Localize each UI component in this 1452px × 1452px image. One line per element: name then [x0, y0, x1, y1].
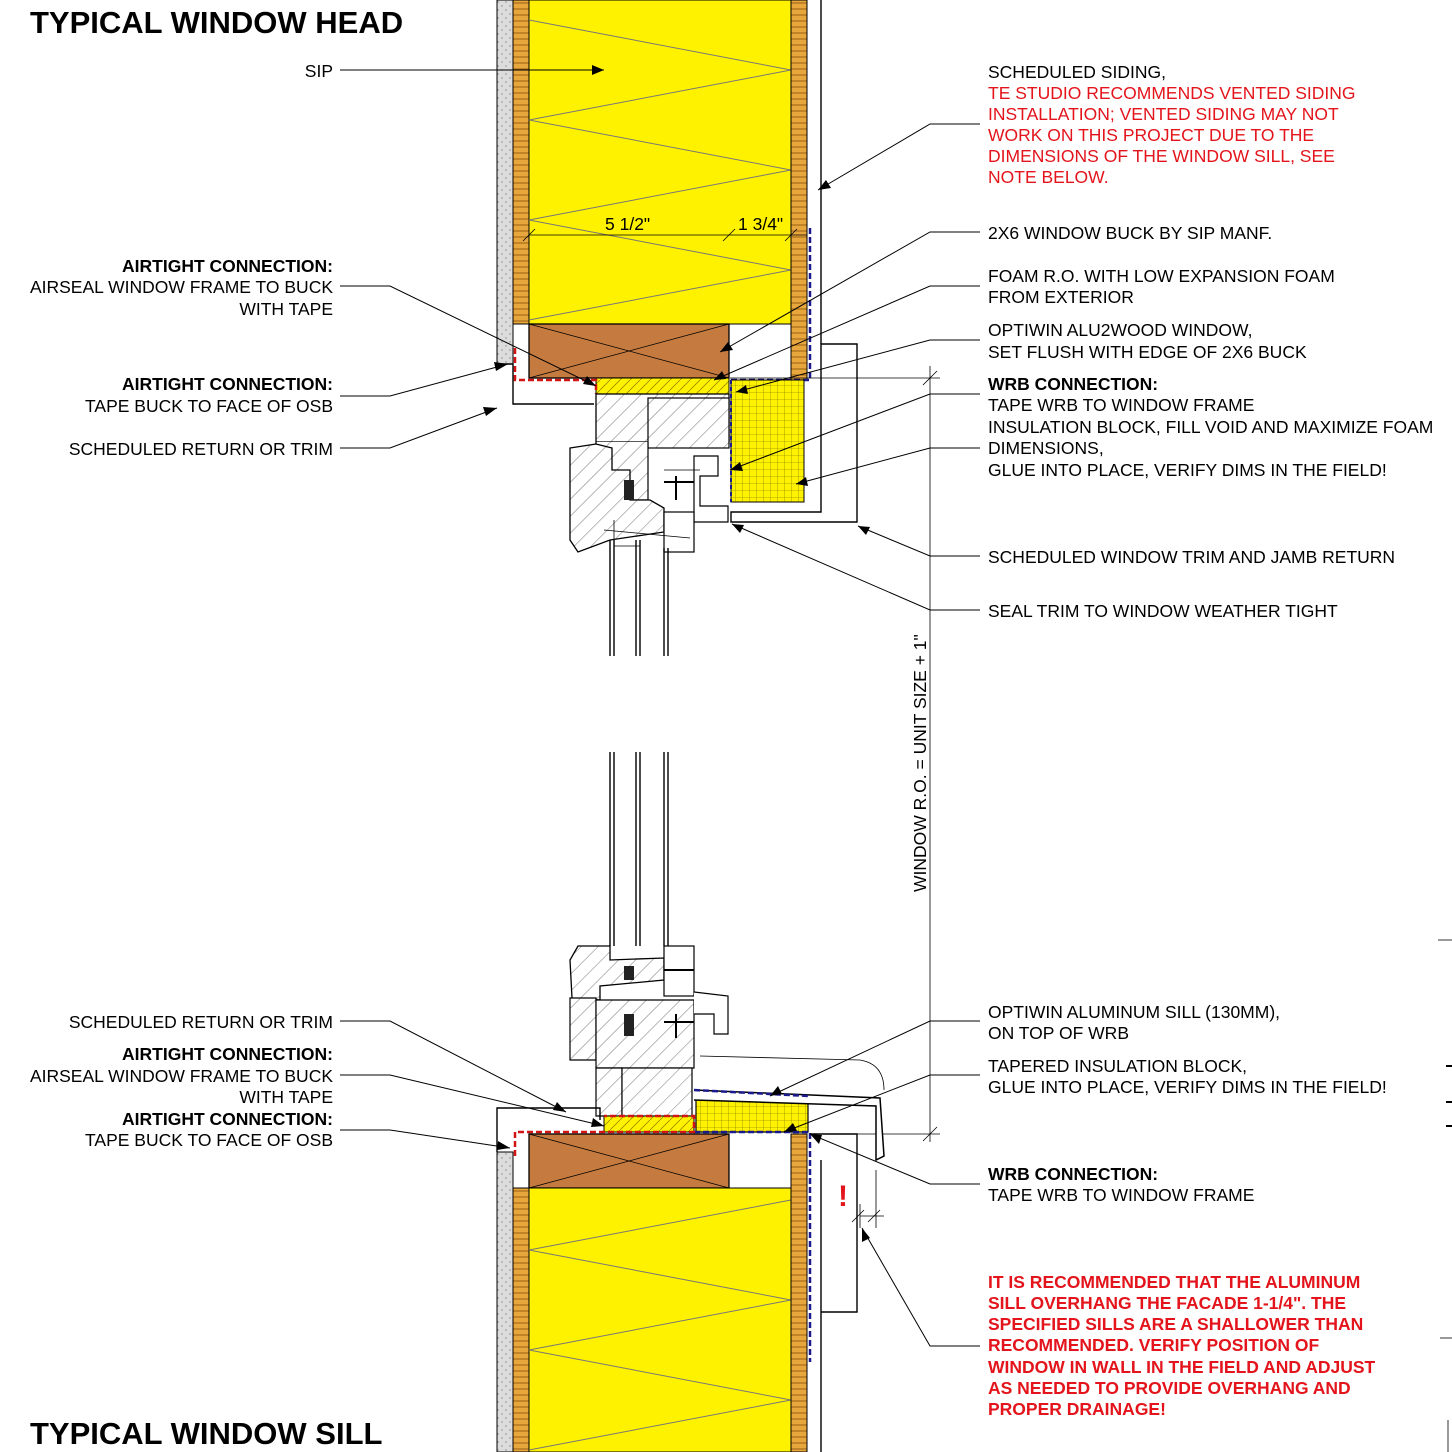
window-frame-head — [569, 393, 730, 553]
exterior-trim-head — [730, 343, 858, 523]
glazing-sill — [609, 752, 669, 946]
wrb-head — [730, 228, 812, 382]
interior-return-sill — [496, 1107, 601, 1152]
sill-note-alu-line1: OPTIWIN ALUMINUM SILL (130MM), — [988, 1002, 1280, 1022]
note-wrb-line-2: DIMENSIONS, — [988, 438, 1104, 458]
sill-notes-right: OPTIWIN ALUMINUM SILL (130MM), ON TOP OF… — [988, 1002, 1387, 1419]
sip-core-sill — [528, 1187, 792, 1452]
head-notes-left: SIP AIRTIGHT CONNECTION: AIRSEAL WINDOW … — [30, 61, 333, 459]
sill-notes-left: SCHEDULED RETURN OR TRIM AIRTIGHT CONNEC… — [30, 1012, 333, 1150]
note-siding-line1: SCHEDULED SIDING, — [988, 62, 1166, 82]
note-siding-red-1: INSTALLATION; VENTED SIDING MAY NOT — [988, 104, 1339, 124]
osb-interior-sill — [512, 1187, 530, 1452]
sill-note-overhang-5: AS NEEDED TO PROVIDE OVERHANG AND — [988, 1378, 1351, 1398]
airtight-tape-head — [513, 348, 598, 394]
sill-note-overhang-0: IT IS RECOMMENDED THAT THE ALUMINUM — [988, 1272, 1360, 1292]
note-trim-jamb: SCHEDULED WINDOW TRIM AND JAMB RETURN — [988, 547, 1395, 567]
note-foam-line1: FOAM R.O. WITH LOW EXPANSION FOAM — [988, 266, 1335, 286]
wrb-sill — [693, 1088, 812, 1362]
note-wrb-title: WRB CONNECTION: — [988, 374, 1158, 394]
sip-insulation-zigzag-sill — [528, 1199, 792, 1451]
warning-mark: ! — [838, 1180, 848, 1213]
sill-note-alu-line2: ON TOP OF WRB — [988, 1023, 1129, 1043]
sill-note-overhang-6: PROPER DRAINAGE! — [988, 1399, 1166, 1419]
note-seal-trim: SEAL TRIM TO WINDOW WEATHER TIGHT — [988, 601, 1338, 621]
sill-note-overhang-2: SPECIFIED SILLS ARE A SHALLOWER THAN — [988, 1314, 1363, 1334]
aluminum-sill — [693, 1089, 885, 1162]
gypsum-board-head — [496, 0, 514, 365]
sill-note-airtight-1-line2: WITH TAPE — [239, 1087, 333, 1107]
sill-note-tapered-line1: TAPERED INSULATION BLOCK, — [988, 1056, 1247, 1076]
sill-note-overhang-3: RECOMMENDED. VERIFY POSITION OF — [988, 1335, 1320, 1355]
note-airtight-1-line1: AIRSEAL WINDOW FRAME TO BUCK — [30, 277, 333, 297]
dim-5-1-2: 5 1/2" — [605, 214, 650, 234]
gypsum-board-sill — [496, 1151, 514, 1452]
sill-leaders — [340, 1020, 980, 1347]
osb-interior-head — [512, 0, 530, 325]
note-return-trim: SCHEDULED RETURN OR TRIM — [69, 439, 333, 459]
head-notes-right: SCHEDULED SIDING, TE STUDIO RECOMMENDS V… — [988, 62, 1433, 621]
note-window-line1: OPTIWIN ALU2WOOD WINDOW, — [988, 320, 1252, 340]
sill-note-overhang-4: WINDOW IN WALL IN THE FIELD AND ADJUST — [988, 1357, 1376, 1377]
note-foam-line2: FROM EXTERIOR — [988, 287, 1134, 307]
osb-exterior-sill — [790, 1133, 808, 1452]
sill-note-return-trim: SCHEDULED RETURN OR TRIM — [69, 1012, 333, 1032]
note-airtight-2-line1: TAPE BUCK TO FACE OF OSB — [85, 396, 333, 416]
dim-1-3-4: 1 3/4" — [738, 214, 783, 234]
insulation-block-head — [730, 379, 805, 503]
note-siding-red-2: WORK ON THIS PROJECT DUE TO THE — [988, 125, 1314, 145]
exterior-trim-sill — [810, 1133, 858, 1313]
note-sip: SIP — [305, 61, 333, 81]
sill-note-airtight-2-line1: TAPE BUCK TO FACE OF OSB — [85, 1130, 333, 1150]
glazing-head — [609, 540, 669, 656]
head-section: 5 1/2" 1 3/4" — [496, 0, 858, 656]
ro-dimension: WINDOW R.O. = UNIT SIZE + 1" — [730, 366, 940, 1142]
note-wrb-line-3: GLUE INTO PLACE, VERIFY DIMS IN THE FIEL… — [988, 460, 1387, 480]
note-wrb-line-1: INSULATION BLOCK, FILL VOID AND MAXIMIZE… — [988, 417, 1433, 437]
note-siding-red-0: TE STUDIO RECOMMENDS VENTED SIDING — [988, 83, 1356, 103]
note-buck: 2X6 WINDOW BUCK BY SIP MANF. — [988, 223, 1272, 243]
osb-exterior-head — [790, 0, 808, 381]
foam-ro-head — [595, 377, 730, 395]
overhang-dimension: ! — [838, 1170, 884, 1228]
window-buck-sill — [528, 1133, 730, 1189]
title-sill: TYPICAL WINDOW SILL — [30, 1416, 382, 1451]
sill-section: ! — [496, 752, 885, 1452]
dimension-head: 5 1/2" 1 3/4" — [522, 214, 807, 242]
sill-note-airtight-1-line1: AIRSEAL WINDOW FRAME TO BUCK — [30, 1066, 333, 1086]
note-airtight-1-title: AIRTIGHT CONNECTION: — [122, 256, 333, 276]
note-siding-red-4: NOTE BELOW. — [988, 167, 1109, 187]
airtight-tape-sill — [513, 1114, 696, 1156]
sill-note-overhang-1: SILL OVERHANG THE FACADE 1-1/4". THE — [988, 1293, 1346, 1313]
edge-ticks — [1438, 939, 1452, 1452]
ro-dimension-label: WINDOW R.O. = UNIT SIZE + 1" — [910, 634, 930, 892]
note-wrb-line-0: TAPE WRB TO WINDOW FRAME — [988, 395, 1254, 415]
title-head: TYPICAL WINDOW HEAD — [30, 5, 403, 40]
note-window-line2: SET FLUSH WITH EDGE OF 2X6 BUCK — [988, 342, 1307, 362]
foam-ro-sill — [603, 1115, 695, 1133]
sill-note-airtight-1-title: AIRTIGHT CONNECTION: — [122, 1044, 333, 1064]
sill-note-wrb-title: WRB CONNECTION: — [988, 1164, 1158, 1184]
head-leaders — [340, 65, 980, 611]
sill-note-airtight-2-title: AIRTIGHT CONNECTION: — [122, 1109, 333, 1129]
note-siding-red-3: DIMENSIONS OF THE WINDOW SILL, SEE — [988, 146, 1335, 166]
sill-note-wrb-line1: TAPE WRB TO WINDOW FRAME — [988, 1185, 1254, 1205]
note-airtight-1-line2: WITH TAPE — [239, 299, 333, 319]
sill-note-tapered-line2: GLUE INTO PLACE, VERIFY DIMS IN THE FIEL… — [988, 1077, 1387, 1097]
note-airtight-2-title: AIRTIGHT CONNECTION: — [122, 374, 333, 394]
window-buck-head — [528, 323, 730, 379]
window-frame-sill — [569, 945, 729, 1117]
